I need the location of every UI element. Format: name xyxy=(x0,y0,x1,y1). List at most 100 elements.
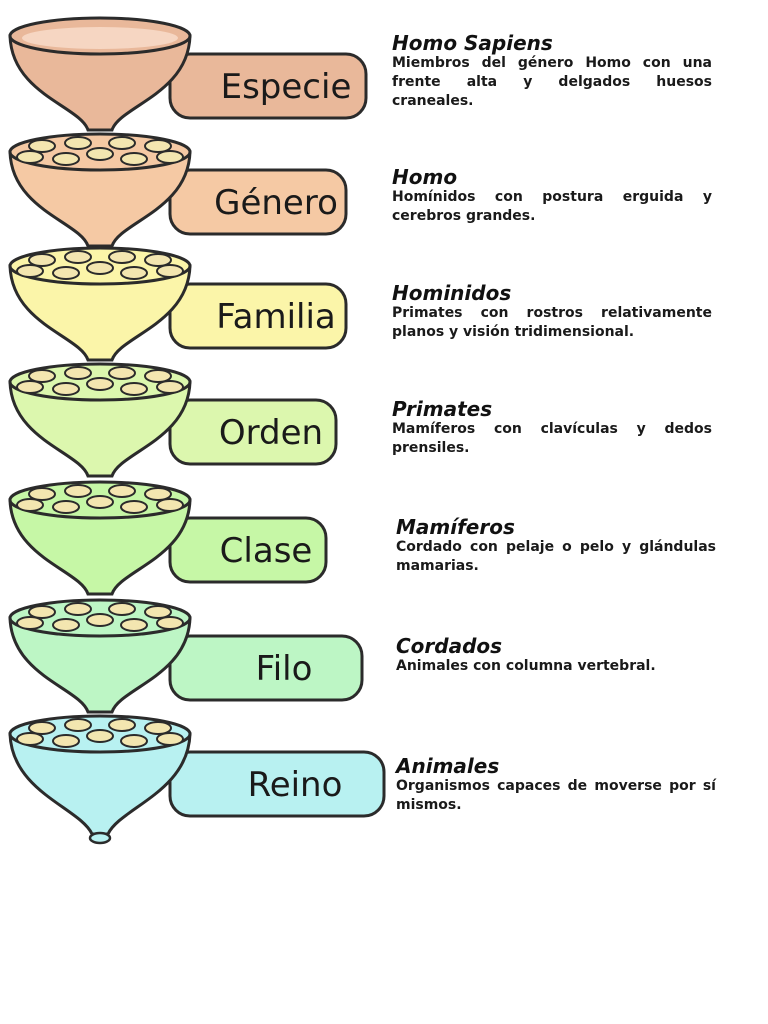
taxon-title: Mamíferos xyxy=(396,515,515,539)
funnel-hole xyxy=(52,382,80,396)
funnel-level-7: Reino xyxy=(8,714,386,845)
funnel-level-2: Género xyxy=(8,132,348,248)
funnel-hole xyxy=(28,253,56,267)
funnel-cone xyxy=(8,616,192,714)
funnel-hole xyxy=(86,377,114,391)
taxon-title: Cordados xyxy=(396,634,503,658)
taxon-description: Miembros del género Homo con una frente … xyxy=(392,55,712,109)
rank-label-box xyxy=(168,282,348,350)
funnel-hole xyxy=(108,484,136,498)
funnel-cone xyxy=(8,380,192,478)
funnel-hole xyxy=(16,616,44,630)
funnel-hole xyxy=(108,250,136,264)
funnel-hole xyxy=(52,734,80,748)
taxon-title: Animales xyxy=(396,754,500,778)
funnel-hole xyxy=(156,264,184,278)
funnel-hole xyxy=(120,266,148,280)
funnel-hole xyxy=(16,150,44,164)
funnel-hole xyxy=(28,721,56,735)
funnel-hole xyxy=(156,616,184,630)
funnel-level-1: Especie xyxy=(8,16,368,132)
rank-label-box xyxy=(168,398,338,466)
funnel-hole xyxy=(86,147,114,161)
funnel-cone xyxy=(8,150,192,248)
funnel-hole xyxy=(144,721,172,735)
taxon-description: Organismos capaces de moverse por sí mis… xyxy=(396,778,716,813)
funnel-level-6: Filo xyxy=(8,598,364,714)
funnel-hole xyxy=(86,495,114,509)
funnel-hole xyxy=(64,718,92,732)
funnel-hole xyxy=(64,366,92,380)
funnel-hole xyxy=(108,136,136,150)
funnel-hole xyxy=(144,253,172,267)
funnel-hole xyxy=(52,500,80,514)
funnel-hole xyxy=(86,613,114,627)
rank-label-box xyxy=(168,52,368,120)
funnel-hole xyxy=(120,382,148,396)
funnel-inner xyxy=(22,27,178,49)
taxon-title: Homo Sapiens xyxy=(392,31,553,55)
funnel-hole xyxy=(28,605,56,619)
funnel-hole xyxy=(108,602,136,616)
funnel-hole xyxy=(16,498,44,512)
funnel-hole xyxy=(144,369,172,383)
rank-label: Filo xyxy=(256,649,313,689)
taxon-title: Hominidos xyxy=(392,281,512,305)
rank-label: Familia xyxy=(216,297,336,337)
funnel-level-5: Clase xyxy=(8,480,328,596)
rank-label-box xyxy=(168,750,386,818)
taxon-description: Homínidos con postura erguida y cerebros… xyxy=(392,189,712,224)
funnel-hole xyxy=(144,487,172,501)
funnel-cone xyxy=(8,498,192,596)
funnel-hole xyxy=(120,618,148,632)
funnel-hole xyxy=(64,484,92,498)
funnel-hole xyxy=(64,136,92,150)
rank-label: Orden xyxy=(219,413,323,453)
rank-label: Reino xyxy=(248,765,343,805)
funnel-hole xyxy=(144,139,172,153)
rank-label-box xyxy=(168,634,364,702)
taxon-title: Homo xyxy=(392,165,458,189)
funnel-hole xyxy=(52,266,80,280)
funnel-cone xyxy=(8,264,192,362)
funnel-hole xyxy=(28,369,56,383)
funnel-hole xyxy=(64,602,92,616)
funnel-hole xyxy=(120,152,148,166)
funnel-hole xyxy=(120,734,148,748)
taxon-description: Cordado con pelaje o pelo y glándulas ma… xyxy=(396,539,716,574)
funnel-hole xyxy=(144,605,172,619)
funnel-hole xyxy=(64,250,92,264)
funnel-hole xyxy=(16,380,44,394)
funnel-hole xyxy=(108,718,136,732)
funnel-cone xyxy=(8,34,192,132)
funnel-hole xyxy=(28,487,56,501)
funnel-hole xyxy=(156,380,184,394)
funnel-tip xyxy=(88,831,112,845)
rank-label: Clase xyxy=(220,531,313,571)
rank-label-box xyxy=(168,168,348,236)
rank-label: Especie xyxy=(221,67,352,107)
funnel-hole xyxy=(16,732,44,746)
funnel-level-3: Familia xyxy=(8,246,348,362)
funnel-hole xyxy=(28,139,56,153)
funnel-hole xyxy=(156,150,184,164)
rank-label-box xyxy=(168,516,328,584)
funnel-hole xyxy=(86,729,114,743)
funnel-hole xyxy=(156,498,184,512)
funnel-hole xyxy=(108,366,136,380)
taxon-description: Animales con columna vertebral. xyxy=(396,658,656,674)
taxon-description: Mamíferos con clavículas y dedos prensil… xyxy=(392,421,712,456)
funnel-hole xyxy=(120,500,148,514)
funnel-hole xyxy=(52,152,80,166)
rank-label: Género xyxy=(214,183,338,223)
taxon-description: Primates con rostros relativamente plano… xyxy=(392,305,712,340)
funnel-hole xyxy=(86,261,114,275)
